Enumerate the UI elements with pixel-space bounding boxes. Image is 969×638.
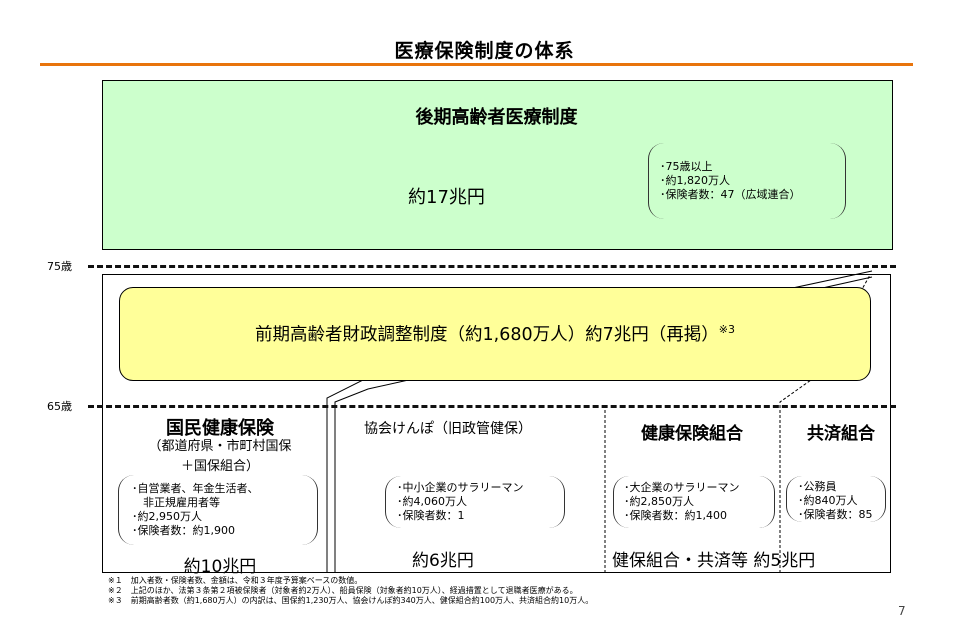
early-elderly-box: [119, 287, 871, 381]
info-line: ･保険者数：47（広域連合）: [660, 188, 801, 201]
age-65-label: 65歳: [47, 400, 72, 413]
kenpo-kyosai-amount: 健保組合・共済等 約5兆円: [612, 551, 816, 571]
footnote: ※１ 加入者数・保険者数、金額は、令和３年度予算案ベースの数値。: [108, 576, 363, 585]
subtitle-line: ＋国保組合）: [180, 459, 259, 474]
kokuho-subtitle: （都道府県・市町村国保 ＋国保組合）: [110, 437, 330, 477]
kyokai-title: 協会けんぽ（旧政管健保）: [364, 421, 532, 437]
info-line: ･約2,850万人: [624, 495, 694, 508]
kenpo-title: 健康保険組合: [641, 424, 743, 444]
kyokai-amount: 約6兆円: [412, 551, 474, 571]
age-75-dashed-line: [88, 265, 896, 268]
info-line: ･中小企業のサラリーマン: [397, 481, 524, 494]
late-elderly-info: ･75歳以上 ･約1,820万人 ･保険者数：47（広域連合）: [660, 160, 801, 202]
kyosai-info-bracket: [786, 476, 886, 522]
info-line: ･約2,950万人: [132, 510, 202, 523]
info-line: ･約1,820万人: [660, 174, 730, 187]
info-line: ･保険者数：85: [798, 508, 873, 521]
kyosai-title: 共済組合: [807, 424, 875, 444]
kenpo-info-bracket: [613, 476, 775, 528]
kokuho-info-bracket: [118, 475, 318, 545]
info-line: ･大企業のサラリーマン: [624, 481, 740, 494]
info-line: ･約840万人: [798, 494, 858, 507]
subtitle-line: （都道府県・市町村国保: [148, 439, 292, 454]
kyosai-info: ･公務員 ･約840万人 ･保険者数：85: [798, 480, 873, 522]
info-line: ･保険者数：約1,900: [132, 524, 235, 537]
footnotes: ※１ 加入者数・保険者数、金額は、令和３年度予算案ベースの数値。 ※２ 上記のほ…: [108, 576, 593, 606]
age-75-label: 75歳: [47, 260, 72, 273]
early-elderly-label: 前期高齢者財政調整制度（約1,680万人）約7兆円（再掲）: [255, 325, 719, 345]
early-elderly-text: 前期高齢者財政調整制度（約1,680万人）約7兆円（再掲）※3: [119, 321, 871, 346]
kokuho-info: ･自営業者、年金生活者、 非正規雇用者等 ･約2,950万人 ･保険者数：約1,…: [132, 482, 259, 538]
kyokai-info: ･中小企業のサラリーマン ･約4,060万人 ･保険者数：1: [397, 481, 524, 523]
kyokai-info-bracket: [385, 476, 565, 528]
footnote: ※３ 前期高齢者数（約1,680万人）の内訳は、国保約1,230万人、協会けんぽ…: [108, 596, 594, 605]
info-line: ･75歳以上: [660, 160, 713, 173]
late-elderly-amount: 約17兆円: [408, 187, 485, 208]
info-line: ･保険者数：約1,400: [624, 509, 727, 522]
lower-systems-box: [102, 274, 891, 573]
late-elderly-title: 後期高齢者医療制度: [415, 107, 578, 128]
info-line: ･公務員: [798, 480, 837, 493]
age-65-dashed-line: [88, 405, 896, 408]
info-line: ･約4,060万人: [397, 495, 467, 508]
info-line: ･保険者数：1: [397, 509, 465, 522]
info-line: 非正規雇用者等: [132, 496, 220, 509]
late-elderly-box: [102, 80, 893, 250]
kenpo-info: ･大企業のサラリーマン ･約2,850万人 ･保険者数：約1,400: [624, 481, 740, 523]
note-mark: ※3: [718, 323, 735, 337]
title-underline: [40, 63, 913, 66]
page-number: 7: [898, 604, 906, 618]
page-title: 医療保険制度の体系: [394, 40, 575, 62]
kokuho-title: 国民健康保険: [166, 418, 274, 439]
footnote: ※２ 上記のほか、法第３条第２項被保険者（対象者約2万人）、船員保険（対象者約1…: [108, 586, 578, 595]
info-line: ･自営業者、年金生活者、: [132, 482, 259, 495]
kokuho-amount: 約10兆円: [183, 557, 257, 577]
late-elderly-info-bracket: [648, 143, 846, 219]
